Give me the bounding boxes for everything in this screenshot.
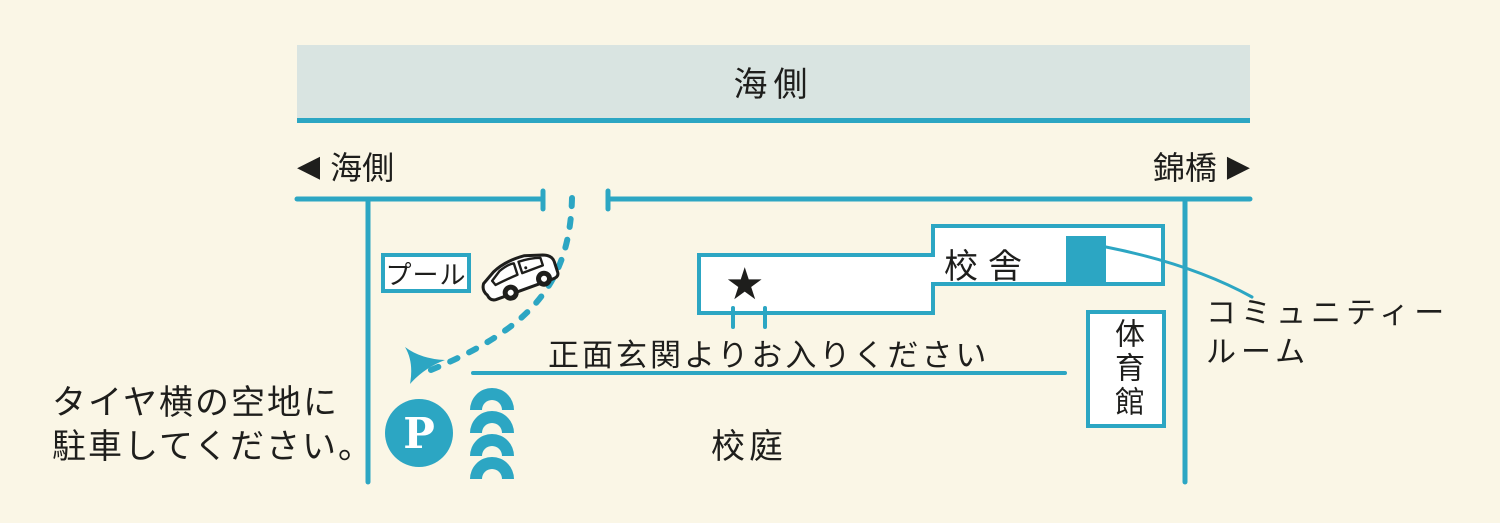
road-direction-left: ◀ 海側: [297, 143, 394, 189]
pool-box: プール: [381, 253, 471, 293]
entrance-note: 正面玄関よりお入りください: [548, 338, 990, 374]
entrance-star-icon: ★: [725, 259, 765, 310]
sea-side-banner-label: 海側: [733, 65, 814, 105]
school-building-label: 校舎: [944, 247, 1032, 287]
entrance-ticks: [731, 306, 767, 329]
community-room-square: [1066, 236, 1106, 285]
car-icon: [481, 253, 560, 302]
right-arrow-icon: ▶: [1226, 148, 1250, 184]
community-room-caption-line2: ルーム: [1206, 335, 1311, 370]
gym-box: 体育館: [1086, 310, 1166, 428]
sea-side-banner: 海側: [297, 45, 1250, 123]
schoolyard-label: 校庭: [711, 427, 787, 467]
gym-label: 体育館: [1109, 318, 1144, 420]
route-dashed-path: [423, 195, 575, 375]
parking-note: タイヤ横の空地に 駐車してください。: [52, 381, 374, 469]
community-room-caption-line1: コミュニティー: [1206, 296, 1450, 331]
road-direction-right-label: 錦橋: [1152, 149, 1217, 187]
school-building-shape: [697, 224, 1165, 315]
parking-mark: P: [403, 408, 435, 458]
road-lines: [294, 188, 1253, 485]
parking-note-line1: タイヤ横の空地に: [52, 383, 339, 423]
parking-icon: P: [385, 399, 453, 467]
community-room-caption: コミュニティー ルーム: [1206, 294, 1449, 372]
road-direction-left-label: 海側: [330, 149, 395, 187]
tire-stack-icon: [470, 388, 514, 479]
left-arrow-icon: ◀: [297, 148, 321, 184]
pool-label: プール: [385, 260, 467, 291]
parking-note-line2: 駐車してください。: [52, 427, 374, 467]
community-room-leader-line: [1104, 245, 1254, 299]
route-arrowhead-icon: [405, 347, 445, 384]
road-direction-right: 錦橋 ▶: [1138, 143, 1250, 189]
